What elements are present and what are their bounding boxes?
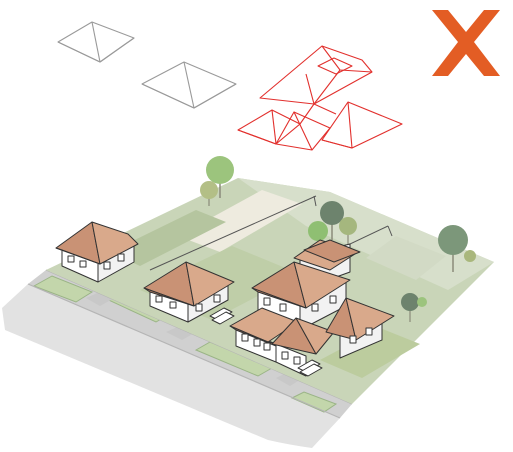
roof-outline-medium <box>142 62 236 108</box>
roof-outline-complex <box>238 46 402 150</box>
window <box>170 302 176 308</box>
window <box>294 357 300 364</box>
window <box>80 261 86 267</box>
window <box>330 296 336 303</box>
window <box>214 295 220 302</box>
tree <box>464 250 476 262</box>
window <box>264 343 270 350</box>
window <box>242 334 248 341</box>
window <box>196 304 202 311</box>
window <box>156 296 162 302</box>
window <box>264 298 270 305</box>
window <box>282 352 288 359</box>
tree <box>417 297 427 307</box>
window <box>312 304 318 311</box>
window <box>350 336 356 343</box>
x-mark-icon <box>432 10 500 76</box>
window <box>104 262 110 269</box>
roof-outline-small <box>58 22 134 62</box>
window <box>118 254 124 261</box>
window <box>366 328 372 335</box>
window <box>280 304 286 311</box>
window <box>68 256 74 262</box>
window <box>254 339 260 346</box>
